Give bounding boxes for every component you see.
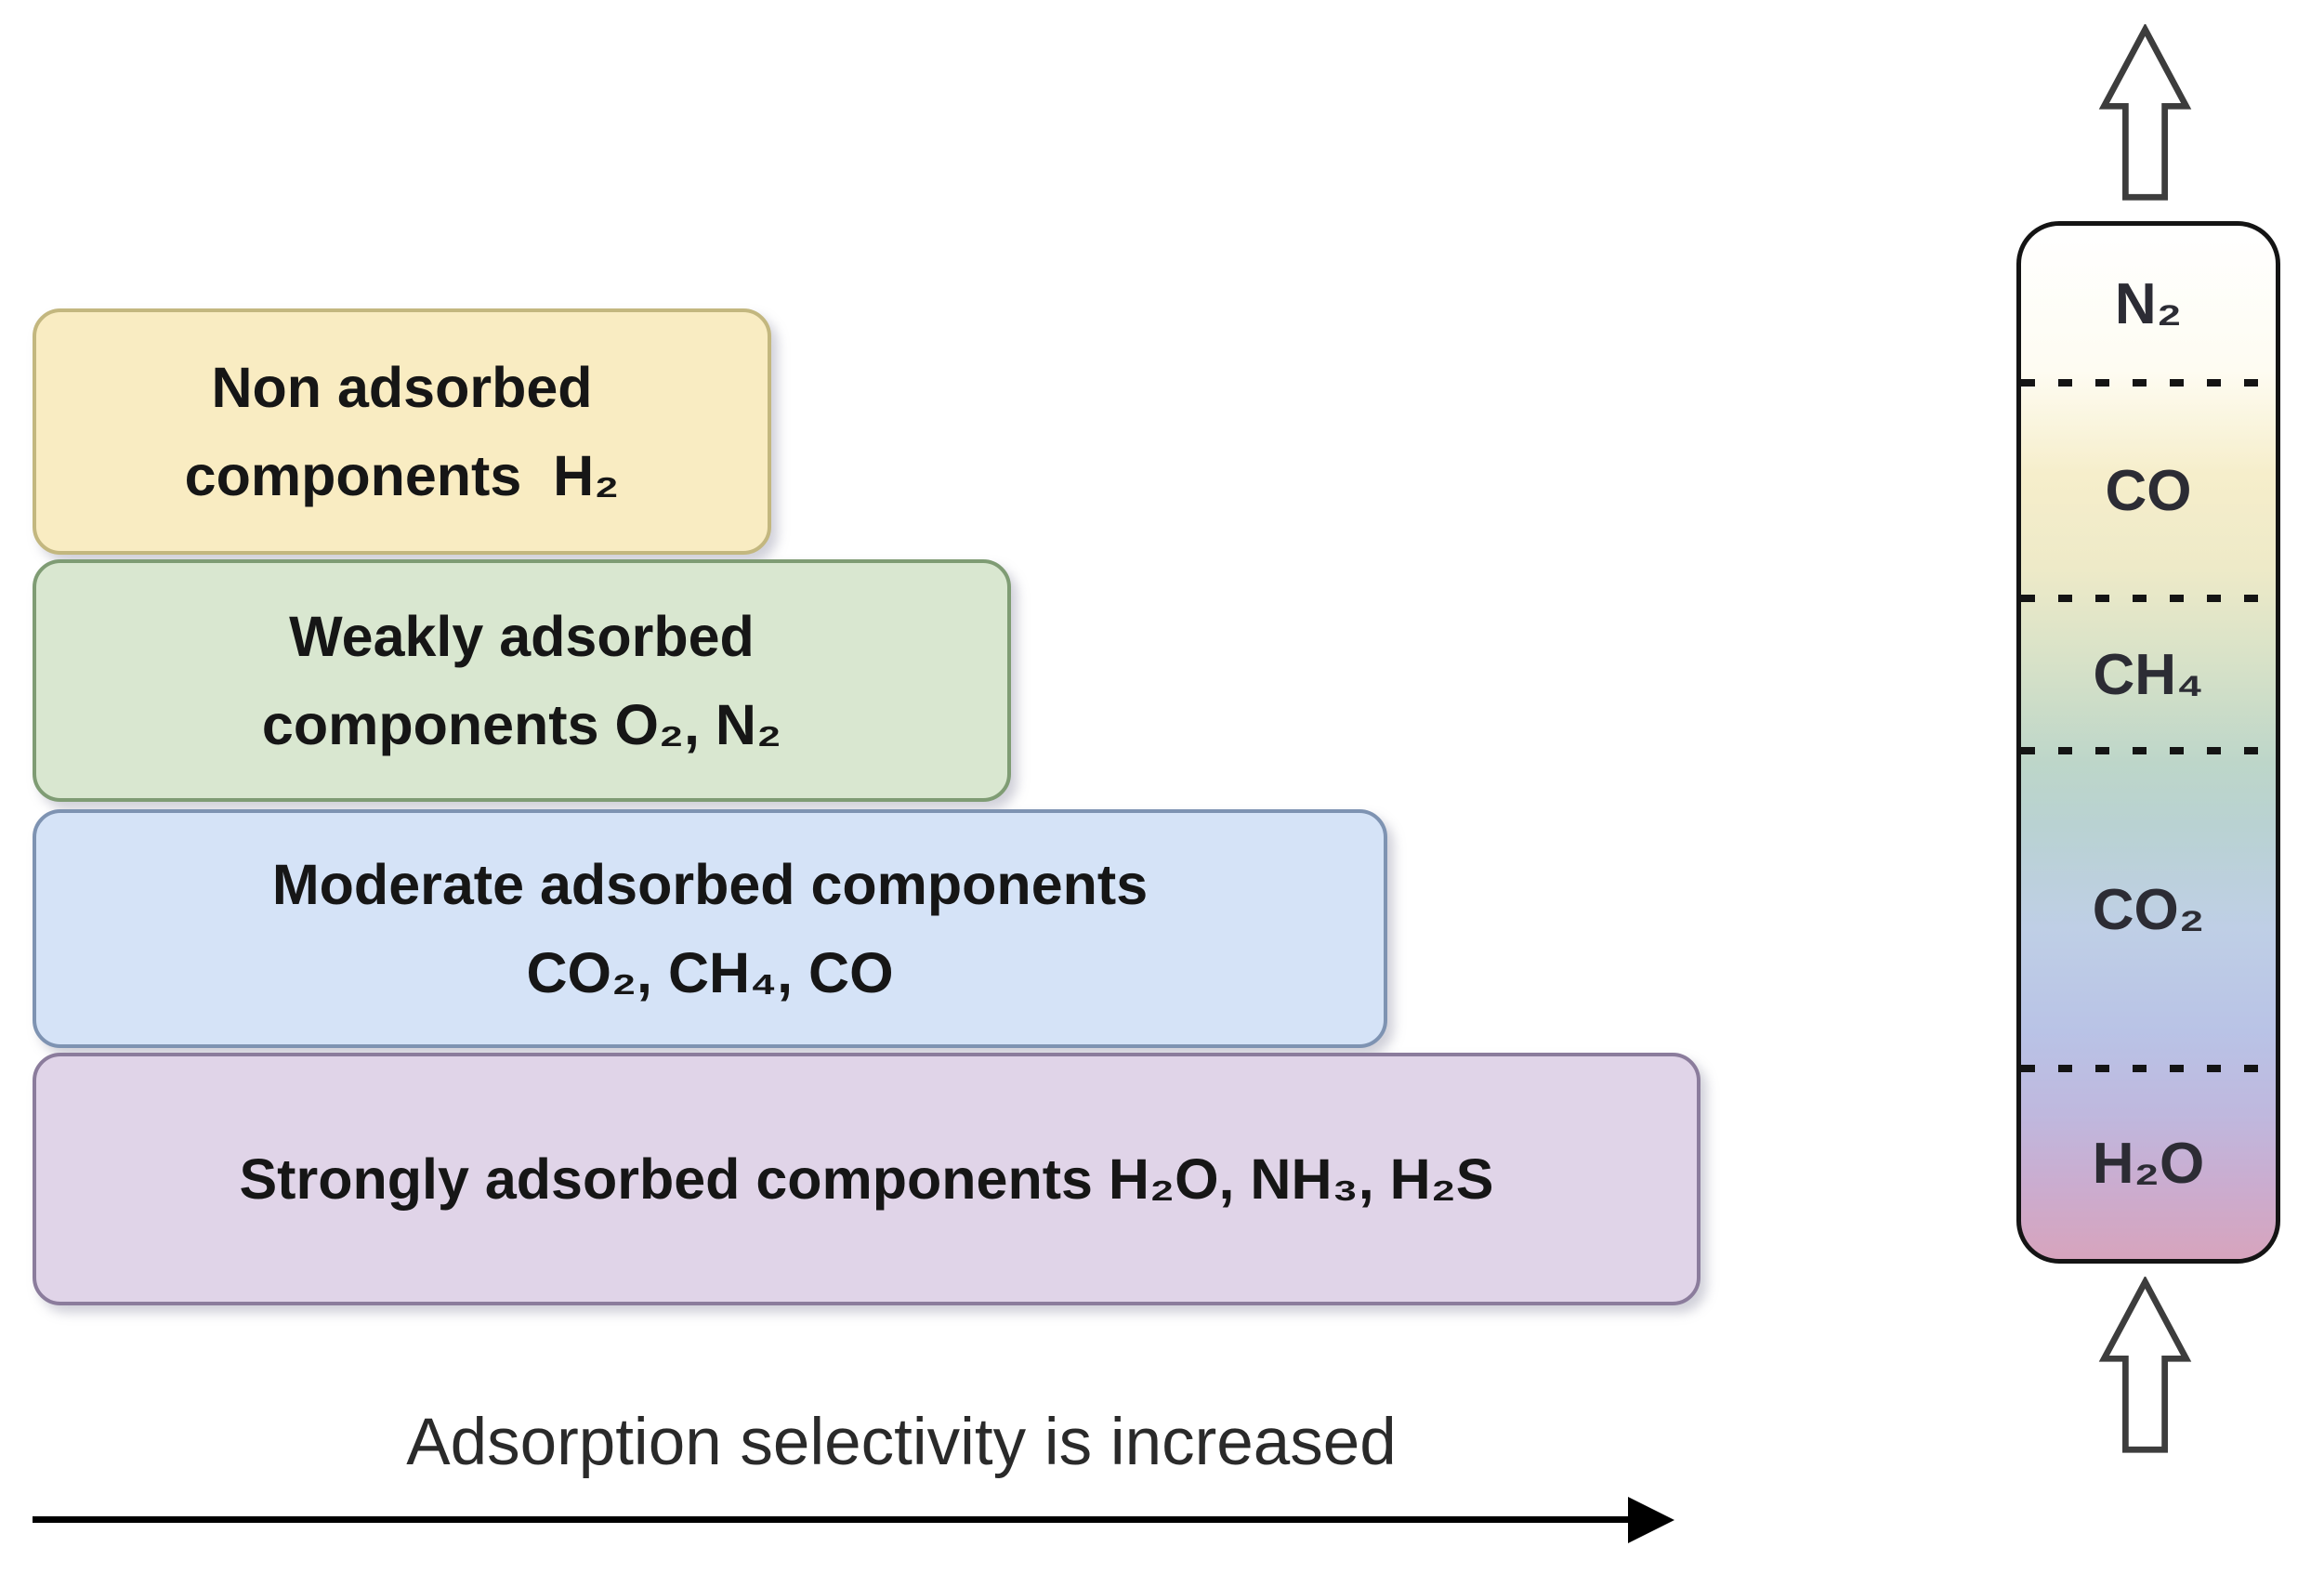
level-label-line: Non adsorbed xyxy=(211,355,593,419)
level-label-line: Weakly adsorbed xyxy=(289,604,755,668)
gas-label: CH₄ xyxy=(2093,642,2204,707)
dashed-divider xyxy=(2021,1065,2276,1072)
gas-label: H₂O xyxy=(2092,1132,2205,1196)
level-label-line: CO₂, CH₄, CO xyxy=(526,940,894,1004)
column-section-co: CO xyxy=(2021,383,2276,598)
column-section-h2o: H₂O xyxy=(2021,1068,2276,1259)
level-box-weakly-adsorbed: Weakly adsorbed components O₂, N₂ xyxy=(33,559,1011,802)
gas-label: CO₂ xyxy=(2092,877,2205,942)
dashed-divider xyxy=(2021,595,2276,602)
axis-arrow-head-icon xyxy=(1628,1497,1674,1543)
column-section-co2: CO₂ xyxy=(2021,751,2276,1068)
axis-caption: Adsorption selectivity is increased xyxy=(406,1406,1397,1479)
level-box-strongly-adsorbed: Strongly adsorbed components H₂O, NH₃, H… xyxy=(33,1053,1700,1305)
column-section-n2: N₂ xyxy=(2021,226,2276,383)
dashed-divider xyxy=(2021,747,2276,754)
column-section-ch4: CH₄ xyxy=(2021,598,2276,751)
dashed-divider xyxy=(2021,379,2276,387)
level-label-line: components O₂, N₂ xyxy=(261,692,782,756)
level-box-non-adsorbed: Non adsorbed components H₂ xyxy=(33,308,771,555)
up-arrow-icon xyxy=(2098,24,2192,201)
axis-arrow-line xyxy=(33,1516,1633,1523)
level-box-moderate-adsorbed: Moderate adsorbed components CO₂, CH₄, C… xyxy=(33,809,1387,1048)
up-arrow-icon xyxy=(2098,1277,2192,1453)
level-label-line: components H₂ xyxy=(184,443,620,507)
level-label-line: Strongly adsorbed components H₂O, NH₃, H… xyxy=(239,1147,1494,1211)
gas-label: N₂ xyxy=(2114,272,2183,336)
level-label-line: Moderate adsorbed components xyxy=(271,852,1149,916)
separation-column: N₂ CO CH₄ CO₂ H₂O xyxy=(2016,221,2280,1264)
gas-label: CO xyxy=(2105,458,2192,523)
